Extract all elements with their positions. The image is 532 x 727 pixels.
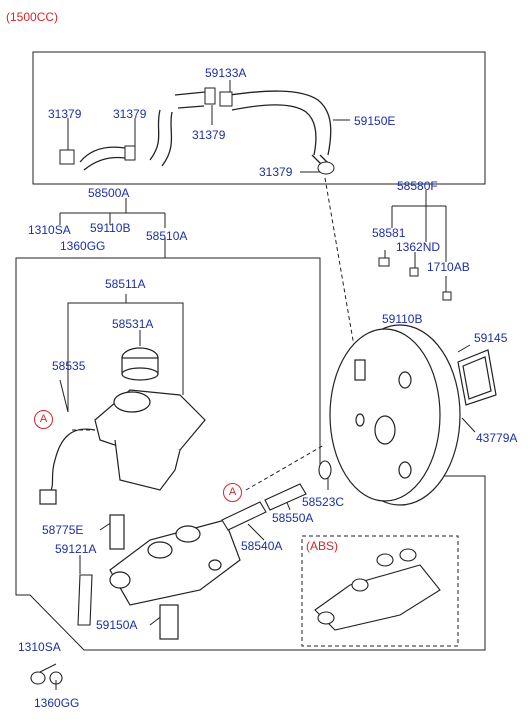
part-label-31379-mid: 31379: [113, 107, 147, 121]
part-label-59121a: 59121A: [55, 542, 97, 556]
master-cylinder-group-frame: [15, 257, 486, 651]
callout-marker-a-left: A: [34, 410, 53, 429]
callout-marker-a-center: A: [223, 483, 242, 502]
part-label-58580f: 58580F: [397, 179, 438, 193]
part-label-1360gg-bottom: 1360GG: [34, 696, 80, 710]
vacuum-hose-group-frame: [32, 51, 486, 185]
part-label-59150a: 59150A: [96, 618, 138, 632]
part-label-59145: 59145: [474, 331, 508, 345]
part-label-58540a: 58540A: [241, 539, 283, 553]
brake-booster: [329, 324, 461, 506]
part-label-31379-center: 31379: [192, 128, 226, 142]
part-label-1362nd: 1362ND: [396, 240, 441, 254]
part-label-58510a: 58510A: [146, 229, 188, 243]
master-cylinder: [109, 514, 241, 640]
part-label-58523c: 58523C: [302, 495, 345, 509]
abs-variant-frame: [301, 535, 459, 647]
part-label-58535: 58535: [52, 359, 86, 373]
part-label-58550a: 58550A: [272, 511, 314, 525]
part-label-31379-right: 31379: [259, 165, 293, 179]
part-label-59110b-top: 59110B: [90, 221, 131, 235]
part-label-1310sa-top: 1310SA: [28, 223, 71, 237]
booster-gasket: [457, 349, 497, 406]
level-sensor-wire: [39, 428, 96, 505]
part-label-1360gg-top: 1360GG: [60, 239, 106, 253]
mounting-bracket: [30, 574, 93, 685]
engine-note: (1500CC): [6, 10, 59, 24]
part-label-58531a: 58531A: [112, 317, 154, 331]
hose-clips: [59, 87, 335, 175]
part-label-58500a: 58500A: [88, 186, 130, 200]
piston-assembly: [221, 460, 332, 531]
vacuum-hose: [79, 90, 332, 171]
part-label-43779a: 43779A: [476, 431, 518, 445]
part-label-59110b: 59110B: [382, 312, 423, 326]
part-label-1710ab: 1710AB: [427, 260, 470, 274]
part-label-58775e: 58775E: [42, 523, 84, 537]
part-label-31379-left: 31379: [48, 107, 82, 121]
part-label-1310sa-bottom: 1310SA: [18, 640, 61, 654]
fluid-reservoir: [94, 347, 206, 491]
booster-stud-pins: [378, 257, 452, 301]
part-label-58581: 58581: [372, 226, 406, 240]
abs-note: (ABS): [306, 539, 339, 553]
abs-master-cylinder: [314, 548, 441, 631]
part-label-59133a: 59133A: [205, 66, 247, 80]
part-label-59150e: 59150E: [354, 114, 396, 128]
part-label-58511a: 58511A: [105, 277, 146, 291]
